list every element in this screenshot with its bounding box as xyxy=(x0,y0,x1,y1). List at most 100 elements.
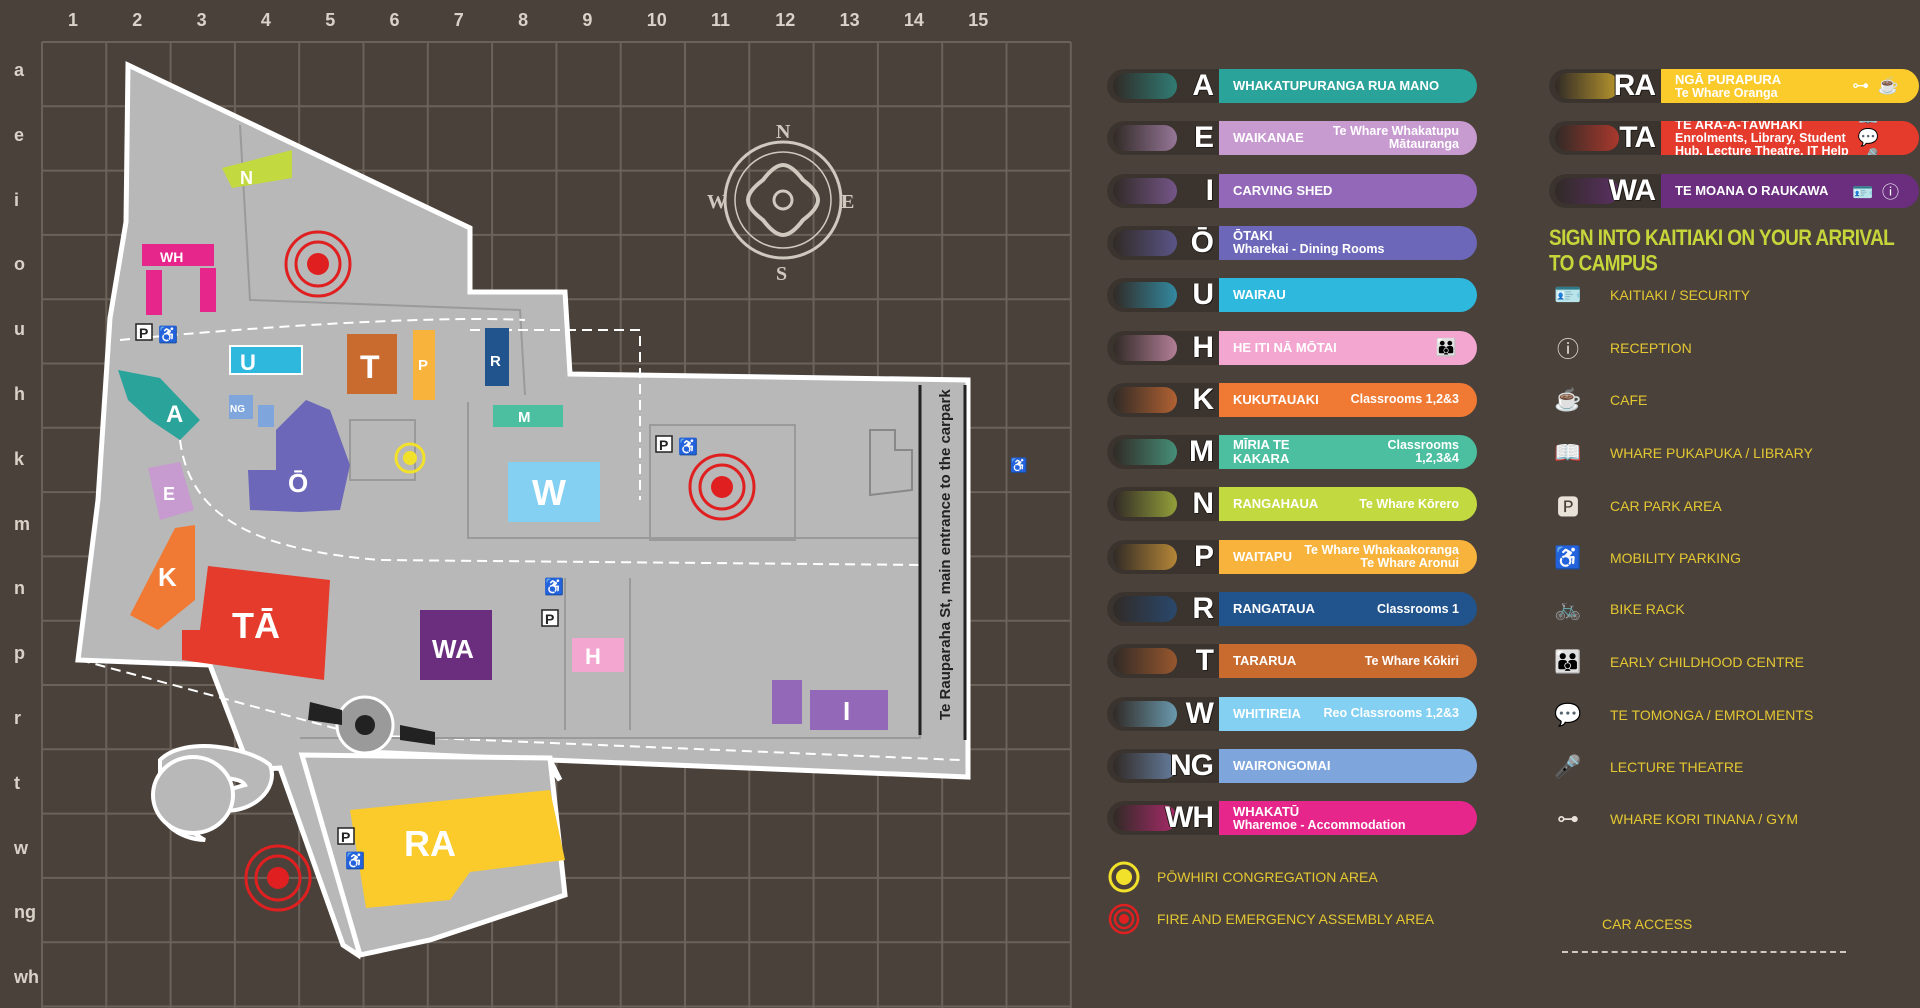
legend-text-stack: WHITIREIA xyxy=(1233,706,1301,721)
legend-code: H xyxy=(1192,330,1214,364)
legend-code-cap: P xyxy=(1107,539,1219,574)
building-label-w: W xyxy=(532,472,566,513)
building-A[interactable]: A xyxy=(118,370,200,440)
building-I[interactable]: I xyxy=(772,680,888,730)
building-M[interactable]: M xyxy=(493,405,563,427)
key-assembly: FIRE AND EMERGENCY ASSEMBLY AREA xyxy=(1107,902,1434,936)
swirl-pattern-icon xyxy=(1113,596,1177,622)
building-N[interactable]: N xyxy=(222,150,292,188)
building-W[interactable]: W xyxy=(508,462,600,522)
building-label-n: N xyxy=(240,168,253,188)
swirl-pattern-icon xyxy=(1113,700,1177,727)
building-WH[interactable]: WH xyxy=(142,244,216,315)
assembly-area-east[interactable] xyxy=(688,453,756,521)
icon-legend-label: KAITIAKI / SECURITY xyxy=(1610,287,1751,303)
building-K[interactable]: K xyxy=(130,525,195,630)
library-icon: 📖 xyxy=(1554,440,1582,465)
legend-code: K xyxy=(1192,382,1214,416)
legend-detail: Classrooms 1,2,3&4 xyxy=(1387,438,1459,466)
building-label-ng: NG xyxy=(230,404,245,415)
building-TA[interactable]: TĀ xyxy=(182,566,330,680)
icon-legend-row: 🅿CAR PARK AREA xyxy=(1548,491,1908,521)
legend-code: R xyxy=(1192,592,1214,625)
grid-row-label: t xyxy=(14,772,20,793)
svg-text:P: P xyxy=(139,325,148,341)
legend-name: TE MOANA O RAUKAWA xyxy=(1675,182,1829,198)
sign-in-banner: SIGN INTO KAITIAKI ON YOUR ARRIVAL TO CA… xyxy=(1549,226,1894,277)
reception-icon: ⓘ xyxy=(1556,337,1579,362)
building-NG[interactable]: NG xyxy=(229,395,274,427)
icon-legend-row: 💬TE TOMONGA / EMROLMENTS xyxy=(1548,700,1908,730)
assembly-area-north[interactable] xyxy=(284,230,352,298)
icon-legend-label: TE TOMONGA / EMROLMENTS xyxy=(1610,707,1814,723)
assembly-area-south[interactable] xyxy=(244,844,312,912)
building-U[interactable]: U xyxy=(229,345,303,375)
legend-code-cap: WH xyxy=(1107,801,1219,836)
building-R[interactable]: R xyxy=(485,328,509,386)
grid-row-label: r xyxy=(14,708,22,728)
legend-subtitle: Wharekai - Dining Rooms xyxy=(1233,242,1385,257)
svg-text:P: P xyxy=(545,611,554,627)
swirl-pattern-icon xyxy=(1555,73,1619,99)
security-icon: 🪪 xyxy=(1554,282,1582,307)
legend-text-stack: WAITAPU xyxy=(1233,548,1292,564)
building-H[interactable]: H xyxy=(572,638,624,672)
svg-text:♿: ♿ xyxy=(1010,457,1027,474)
svg-text:♿: ♿ xyxy=(544,577,564,596)
car-access-lines xyxy=(918,385,967,740)
legend-code-cap: A xyxy=(1107,69,1219,103)
building-P[interactable]: P xyxy=(413,330,435,400)
legend-body: HE ITI NĀ MŌTAI👪 xyxy=(1219,330,1477,365)
campus-map[interactable]: N WH U T P R A NG M Ō W xyxy=(0,0,1080,1008)
key-car-access-label: CAR ACCESS xyxy=(1602,916,1693,932)
building-T[interactable]: T xyxy=(347,334,397,394)
legend-name: ŌTAKI xyxy=(1233,228,1273,244)
map-symbols: P ♿ P ♿ ♿ P P ♿ ♿ xyxy=(135,323,1027,870)
building-label-i: I xyxy=(843,696,850,726)
building-label-a: A xyxy=(166,401,183,428)
icon-legend-row: 📖WHARE PUKAPUKA / LIBRARY xyxy=(1548,438,1908,468)
svg-text:♿: ♿ xyxy=(678,437,698,456)
legend-detail: Te Whare Kōrero xyxy=(1359,496,1459,511)
grid-column-label: 11 xyxy=(711,10,731,30)
compass-rose: N S E W xyxy=(707,121,854,285)
swirl-pattern-icon xyxy=(1113,334,1177,361)
legend-body: WAIRAU xyxy=(1219,278,1477,313)
cafe-icon: ☕ xyxy=(1554,387,1582,412)
powhiri-area[interactable] xyxy=(394,442,426,474)
legend-name: WAITAPU xyxy=(1233,548,1292,564)
building-E[interactable]: E xyxy=(148,462,194,520)
roundabout xyxy=(308,695,435,755)
building-label-wh: WH xyxy=(160,249,183,265)
legend-code-cap: Ō xyxy=(1107,225,1219,260)
library-icon: 📖 💬 🎤 xyxy=(1857,121,1881,155)
building-O[interactable]: Ō xyxy=(248,400,350,512)
grid-column-label: 2 xyxy=(132,10,143,30)
mobility-icon: ♿ xyxy=(1554,545,1582,570)
building-RA[interactable]: RA xyxy=(350,790,565,908)
building-WA[interactable]: WA xyxy=(420,610,492,680)
legend-body: WAIRONGOMAI xyxy=(1219,748,1477,783)
grid-row-label: o xyxy=(14,254,25,275)
